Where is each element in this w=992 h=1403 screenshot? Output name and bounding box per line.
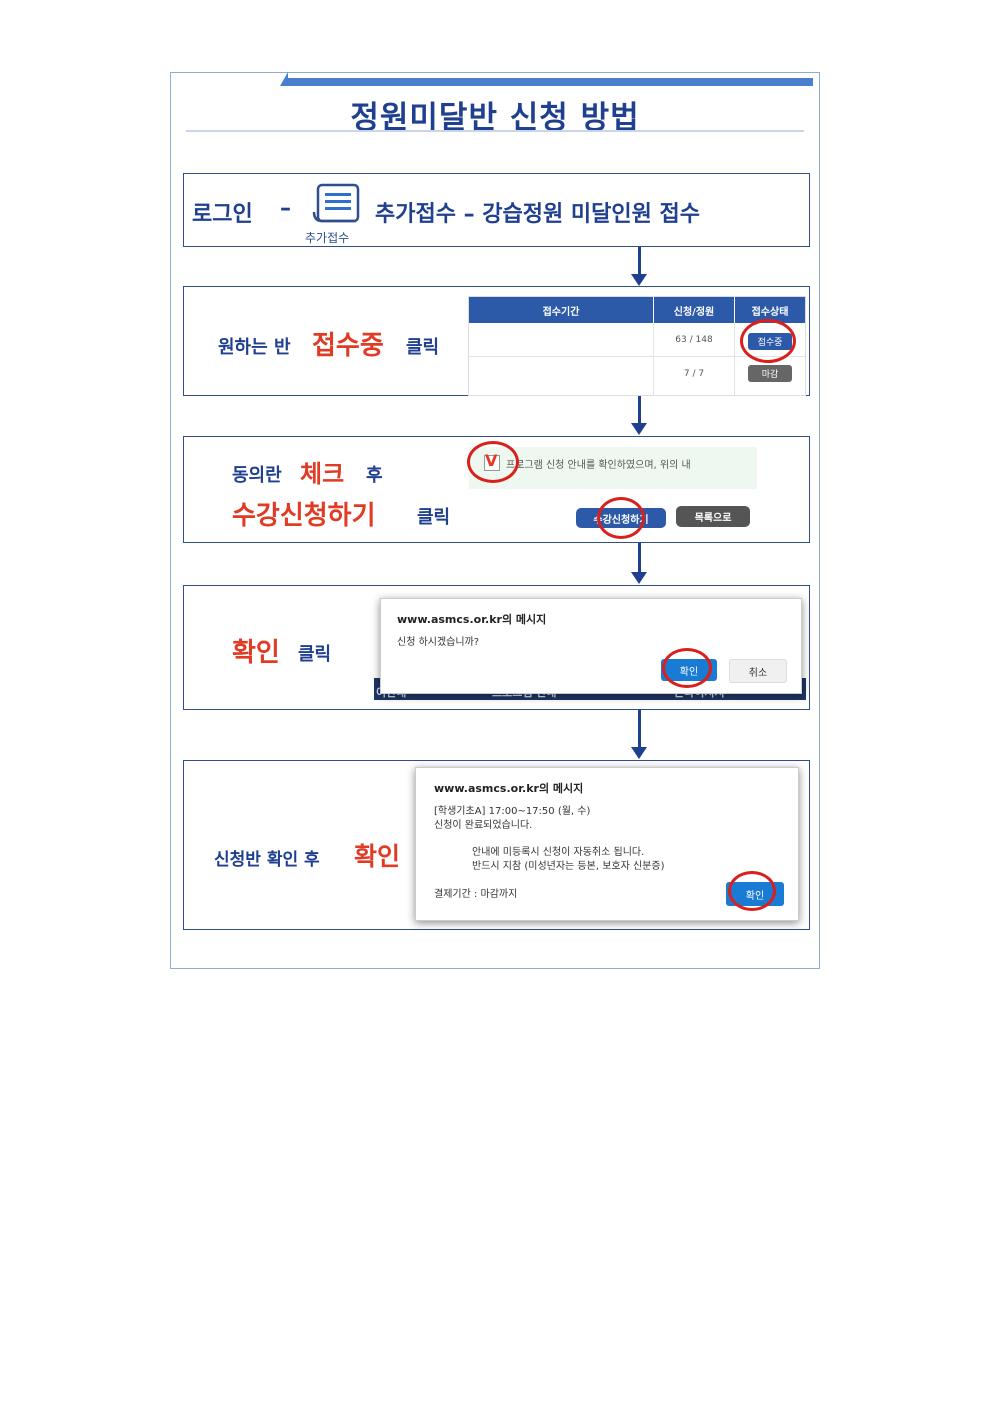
step2-prefix: 원하는 반 bbox=[218, 337, 291, 358]
step-2-box: 원하는 반 접수중 클릭 접수기간 신청/정원 접수상태 63 / 148 7 … bbox=[183, 286, 810, 396]
step2-suffix: 클릭 bbox=[406, 337, 440, 358]
table-col-divider bbox=[653, 323, 654, 395]
dialog-line-5: 결제기간 : 마감까지 bbox=[434, 889, 518, 900]
path-text: 추가접수 – 강습정원 미달인원 접수 bbox=[375, 202, 700, 227]
step3-line1-highlight: 체크 bbox=[300, 460, 345, 488]
step3-line2-highlight: 수강신청하기 bbox=[232, 501, 376, 531]
step3-line2-suffix: 클릭 bbox=[417, 507, 451, 528]
flow-arrow bbox=[638, 710, 641, 748]
table-header-status: 접수상태 bbox=[735, 297, 805, 323]
highlight-circle bbox=[728, 871, 776, 911]
flow-arrow bbox=[638, 247, 641, 275]
step-4-box: 확인 클릭 이안내 프로그램 안내 온라이지지 www.asmcs.or.kr의… bbox=[183, 585, 810, 710]
frame-top-bar bbox=[288, 78, 813, 86]
step3-line1-suffix: 후 bbox=[366, 465, 383, 486]
table-header-count: 신청/정원 bbox=[654, 297, 734, 323]
step-5-box: 신청반 확인 후 확인 클릭 www.asmcs.or.kr의 메시지 [학생기… bbox=[183, 760, 810, 930]
flow-arrow-head bbox=[631, 572, 647, 584]
step4-suffix: 클릭 bbox=[298, 644, 332, 665]
dash: – bbox=[280, 196, 291, 221]
table-row-divider bbox=[469, 356, 805, 357]
list-button[interactable]: 목록으로 bbox=[676, 506, 750, 527]
dialog-title: www.asmcs.or.kr의 메시지 bbox=[397, 613, 547, 626]
highlight-circle bbox=[662, 648, 712, 688]
flow-arrow-head bbox=[631, 747, 647, 759]
row1-count: 63 / 148 bbox=[675, 335, 713, 345]
dialog-title: www.asmcs.or.kr의 메시지 bbox=[434, 782, 584, 795]
scroll-document-icon bbox=[308, 182, 364, 226]
row2-count: 7 / 7 bbox=[683, 369, 705, 379]
dialog-message: 신청 하시겠습니까? bbox=[397, 637, 480, 648]
dialog-line-1: [학생기초A] 17:00~17:50 (월, 수) bbox=[434, 806, 591, 817]
highlight-circle bbox=[467, 441, 519, 483]
step2-highlight: 접수중 bbox=[312, 331, 384, 361]
step4-highlight: 확인 bbox=[232, 638, 280, 668]
step5-prefix: 신청반 확인 후 bbox=[214, 850, 320, 870]
step-3-box: 동의란 체크 후 수강신청하기 클릭 V 프로그램 신청 안내를 확인하였으며,… bbox=[183, 436, 810, 543]
agree-text: 프로그램 신청 안내를 확인하였으며, 위의 내 bbox=[506, 460, 691, 471]
step5-highlight: 확인 bbox=[354, 842, 401, 871]
frame-tab-notch bbox=[280, 72, 288, 86]
step3-line1-prefix: 동의란 bbox=[232, 465, 282, 486]
table-col-divider bbox=[734, 323, 735, 395]
highlight-circle bbox=[740, 319, 796, 363]
dialog-line-2: 신청이 완료되었습니다. bbox=[434, 820, 533, 831]
dialog-cancel-button[interactable]: 취소 bbox=[729, 659, 787, 683]
flow-arrow bbox=[638, 396, 641, 424]
step-1-box: 로그인 – 추가접수 추가접수 – 강습정원 미달인원 접수 bbox=[183, 173, 810, 247]
flow-arrow-head bbox=[631, 274, 647, 286]
highlight-circle bbox=[597, 497, 645, 539]
dialog-line-3: 안내에 미등록시 신청이 자동취소 됩니다. bbox=[472, 847, 645, 858]
status-closed-badge: 마감 bbox=[748, 365, 792, 382]
confirm-dialog: www.asmcs.or.kr의 메시지 신청 하시겠습니까? 확인 취소 bbox=[380, 598, 802, 694]
dialog-line-4: 반드시 지참 (미성년자는 등본, 보호자 신분증) bbox=[472, 861, 665, 872]
flow-arrow bbox=[638, 543, 641, 573]
login-label: 로그인 bbox=[192, 202, 253, 227]
title-divider bbox=[186, 130, 804, 132]
table-header-period: 접수기간 bbox=[469, 297, 653, 323]
flow-arrow-head bbox=[631, 423, 647, 435]
icon-caption: 추가접수 bbox=[305, 231, 350, 245]
